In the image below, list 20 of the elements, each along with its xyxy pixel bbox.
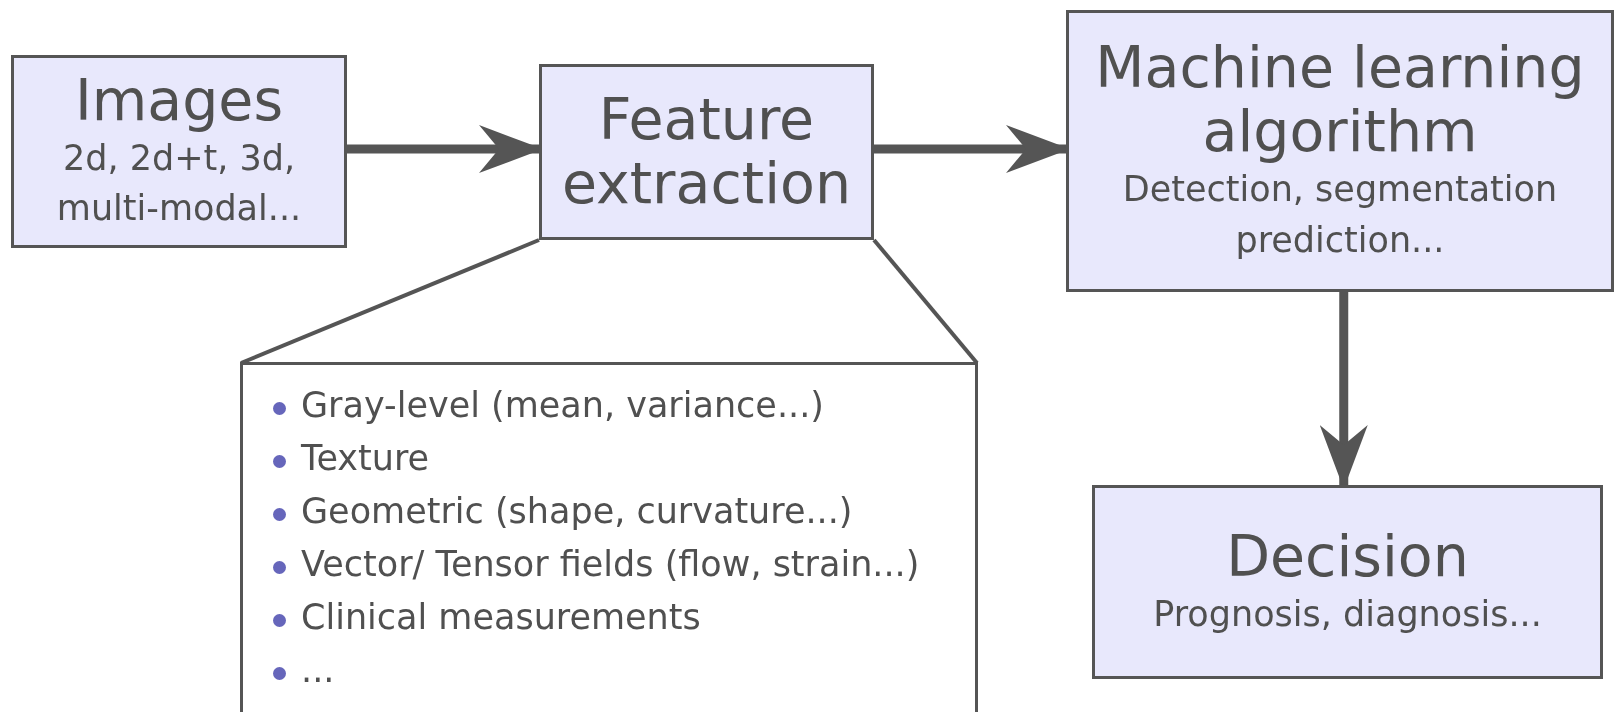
box-description: Prognosis, diagnosis... (1153, 592, 1542, 636)
list-item: Vector/ Tensor fields (flow, strain...) (271, 538, 920, 591)
callout-line (240, 238, 540, 365)
process-box (11, 55, 347, 248)
list-item: Geometric (shape, curvature...) (271, 485, 853, 538)
box-title: Feature extraction (560, 88, 852, 216)
box-title: Machine learning algorithm (1094, 36, 1586, 165)
box-description: 2d, 2d+t, 3d, multi-modal... (55, 136, 303, 231)
list-item: Texture (271, 432, 430, 485)
feature-list-box (240, 362, 978, 712)
list-item: ... (271, 644, 335, 697)
process-box (539, 64, 874, 240)
process-box (1092, 485, 1603, 679)
box-description: Detection, segmentation prediction... (1121, 168, 1559, 262)
list-item: Clinical measurements (271, 591, 701, 644)
list-item: Gray-level (mean, variance...) (271, 379, 824, 432)
box-title: Decision (1226, 524, 1469, 589)
callout-line (872, 238, 979, 365)
box-title: Images (74, 68, 284, 133)
process-box (1066, 10, 1614, 292)
